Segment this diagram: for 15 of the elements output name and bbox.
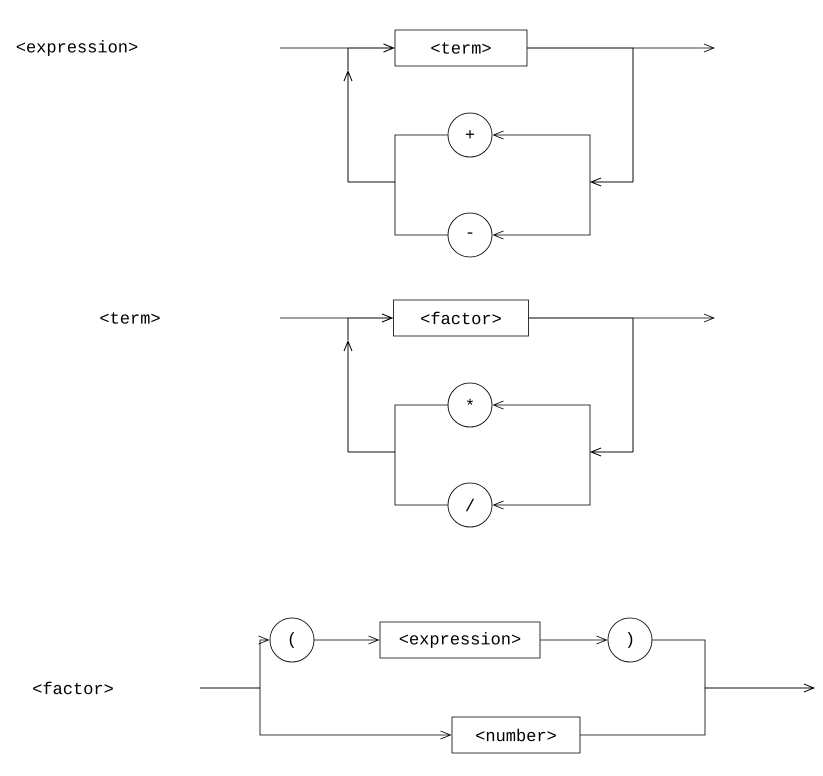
arrow [314, 636, 380, 644]
rule-name: <term> [100, 312, 160, 324]
arrow [200, 688, 452, 740]
nonterminal-box: <term> [394, 30, 528, 66]
rule-name: <expression> [16, 40, 138, 56]
arrow [580, 684, 815, 736]
nonterminal-box: <expression> [380, 622, 540, 658]
arrow [492, 318, 634, 510]
arrow [492, 48, 634, 240]
arrow [540, 636, 608, 644]
arrow [344, 44, 448, 236]
nonterminal-box: <number> [452, 716, 580, 754]
arrow [344, 314, 448, 506]
nonterminal-box: <factor> [393, 300, 529, 336]
rule-name: <factor> [33, 682, 113, 694]
